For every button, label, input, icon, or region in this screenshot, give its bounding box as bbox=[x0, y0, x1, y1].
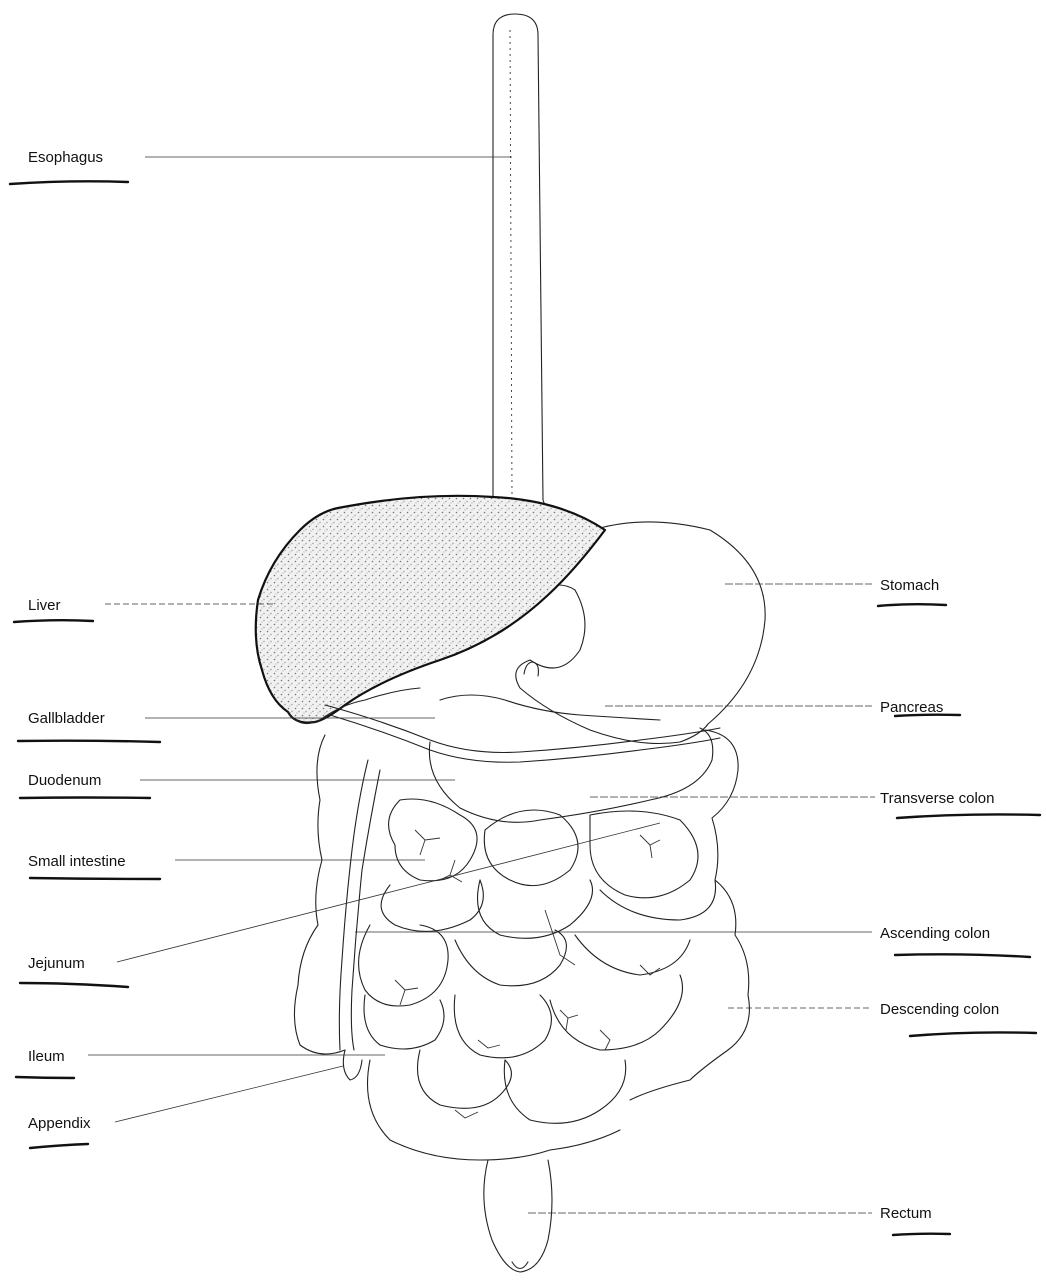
label-duodenum: Duodenum bbox=[28, 772, 101, 789]
label-esophagus: Esophagus bbox=[28, 149, 103, 166]
appendix-shape bbox=[343, 1050, 362, 1080]
ascending-colon-underline bbox=[895, 954, 1030, 957]
label-ascending-colon: Ascending colon bbox=[880, 925, 990, 942]
liver-underline bbox=[14, 620, 93, 622]
jejunum-leader-line bbox=[117, 823, 660, 962]
pancreas-shape bbox=[440, 695, 660, 720]
rectum-anus bbox=[512, 1262, 528, 1269]
label-pancreas: Pancreas bbox=[880, 699, 943, 716]
label-descending-colon: Descending colon bbox=[880, 1001, 999, 1018]
duodenum-underline bbox=[20, 798, 150, 799]
label-gallbladder: Gallbladder bbox=[28, 710, 105, 727]
stomach-pylorus bbox=[524, 662, 538, 676]
esophagus-underline bbox=[10, 181, 128, 184]
ileum-underline bbox=[16, 1077, 74, 1078]
ascending-colon-shape bbox=[294, 735, 345, 1054]
transverse-colon-shape bbox=[429, 728, 712, 822]
jejunum-underline bbox=[20, 983, 128, 987]
transverse-colon-underline bbox=[897, 814, 1040, 818]
descending-colon-underline bbox=[910, 1032, 1036, 1036]
small-intestine-shape bbox=[359, 799, 716, 1160]
esophagus-inner-line bbox=[510, 30, 512, 495]
label-rectum: Rectum bbox=[880, 1205, 932, 1222]
small-intestine-underline bbox=[30, 878, 160, 879]
label-transverse-colon: Transverse colon bbox=[880, 790, 995, 807]
rectum-underline bbox=[893, 1234, 950, 1235]
stomach-underline bbox=[878, 604, 946, 606]
rectum-shape bbox=[484, 1160, 552, 1272]
label-jejunum: Jejunum bbox=[28, 955, 85, 972]
label-ileum: Ileum bbox=[28, 1048, 65, 1065]
appendix-leader-line bbox=[115, 1066, 343, 1122]
label-stomach: Stomach bbox=[880, 577, 939, 594]
gallbladder-underline bbox=[18, 741, 160, 742]
pancreas-underline bbox=[895, 715, 960, 716]
label-small-intestine: Small intestine bbox=[28, 853, 126, 870]
duodenum-shape-inner bbox=[330, 715, 720, 762]
duodenum-shape bbox=[325, 705, 720, 753]
liver-shape bbox=[256, 496, 605, 723]
ascending-colon-inner-2 bbox=[351, 770, 380, 1050]
label-appendix: Appendix bbox=[28, 1115, 91, 1132]
appendix-underline bbox=[30, 1144, 88, 1148]
label-liver: Liver bbox=[28, 597, 61, 614]
esophagus-shape bbox=[493, 14, 560, 528]
